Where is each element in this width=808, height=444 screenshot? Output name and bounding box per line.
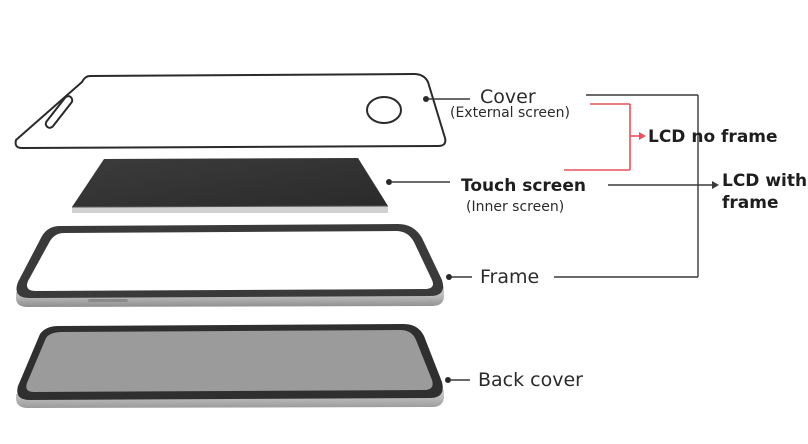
lcd-no-frame-bracket xyxy=(564,103,646,171)
leader-lines xyxy=(386,96,472,383)
frame-label: Frame xyxy=(480,266,539,288)
cover-glass-layer xyxy=(14,73,447,149)
frame-layer xyxy=(16,224,445,307)
lcd-with-frame-label-line2: frame xyxy=(722,193,779,213)
cover-label: Cover xyxy=(480,86,536,108)
touch-screen-label: Touch screen xyxy=(461,176,586,196)
home-button-circle xyxy=(366,96,402,124)
lcd-with-frame-bracket xyxy=(554,94,719,278)
touch-pointer-dot xyxy=(386,179,392,185)
back-cover-label: Back cover xyxy=(478,369,583,391)
cover-sublabel: (External screen) xyxy=(450,105,570,121)
lcd-no-frame-label: LCD no frame xyxy=(648,127,778,147)
touch-screen-sublabel: (Inner screen) xyxy=(466,199,564,215)
touch-screen-layer xyxy=(71,158,389,213)
cover-pointer-dot xyxy=(423,96,429,102)
frame-pointer-dot xyxy=(446,274,452,280)
back-cover-layer xyxy=(16,324,444,408)
back-pointer-dot xyxy=(445,377,451,383)
speaker-slot xyxy=(44,95,74,129)
lcd-with-frame-label-line1: LCD with xyxy=(722,171,807,191)
